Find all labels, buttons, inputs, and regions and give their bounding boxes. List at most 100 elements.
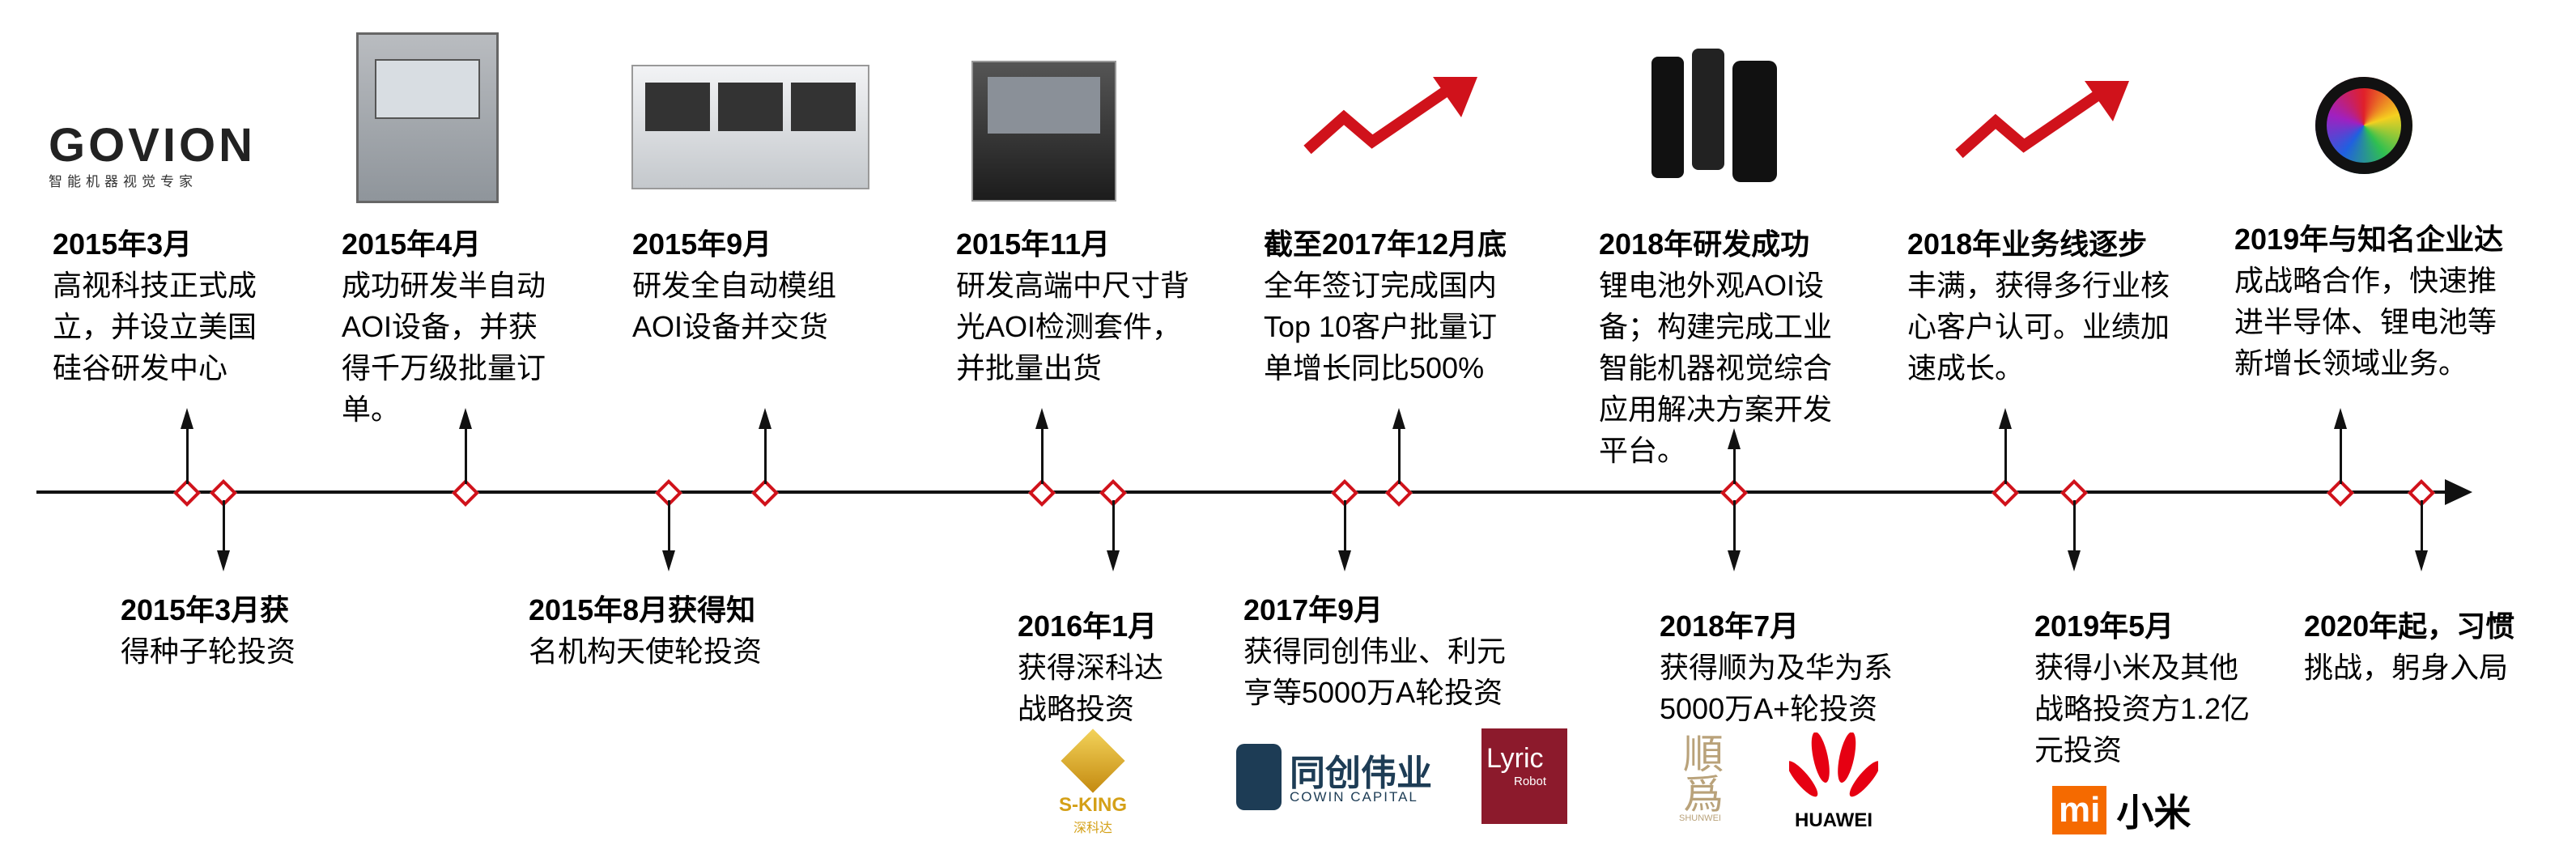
event-text: 亨等5000万A轮投资: [1243, 676, 1503, 709]
machine-image-backlight-aoi: [971, 61, 1116, 202]
huawei-name: HUAWEI: [1795, 809, 1872, 831]
down-arrow-icon: [662, 550, 675, 571]
down-arrow-icon: [1107, 550, 1120, 571]
event-text: 元投资: [2034, 733, 2123, 766]
xiaomi-logo: mi 小米: [2052, 785, 2230, 835]
event-text: 硅谷研发中心: [53, 351, 228, 384]
event-title: 2015年8月获得知: [529, 593, 756, 626]
event-text: 智能机器视觉综合: [1599, 351, 1833, 384]
event-text: 5000万A+轮投资: [1660, 692, 1878, 725]
down-arrow-stem: [1112, 500, 1115, 558]
event-text: 得种子轮投资: [121, 635, 296, 668]
rising-arrow-icon: [1303, 77, 1477, 155]
bottom-event: 2015年8月获得知名机构天使轮投资: [529, 589, 762, 672]
xiaomi-cn: 小米: [2116, 792, 2191, 834]
event-text: 研发全自动模组: [632, 269, 837, 302]
event-text: 获得小米及其他: [2034, 651, 2239, 684]
event-text: 光AOI检测套件，: [956, 310, 1182, 343]
event-text: 新增长领域业务。: [2234, 346, 2468, 380]
sking-name: S-KING: [1059, 794, 1127, 816]
up-arrow-icon: [459, 408, 472, 429]
up-arrow-stem: [1041, 413, 1044, 484]
govion-logo-text: GOVION: [49, 119, 257, 172]
bottom-event: 2017年9月获得同创伟业、利元亨等5000万A轮投资: [1243, 589, 1506, 713]
event-text: 进半导体、锂电池等: [2234, 305, 2497, 338]
event-text: Top 10客户批量订: [1264, 310, 1498, 343]
lyric-robot-logo: Lyric Robot: [1481, 728, 1567, 824]
bottom-event: 2015年3月获得种子轮投资: [121, 589, 295, 672]
huawei-petals-icon: [1787, 732, 1881, 797]
sking-cn: 深科达: [1073, 822, 1112, 835]
cowin-en: COWIN CAPITAL: [1290, 789, 1418, 805]
machine-image-semi-auto-aoi: [356, 32, 499, 203]
event-text: 战略投资方1.2亿: [2034, 692, 2251, 725]
top-event: 2015年11月研发高端中尺寸背光AOI检测套件， 并批量出货: [956, 223, 1189, 389]
down-arrow-stem: [223, 500, 225, 558]
event-text: 丰满，获得多行业核: [1907, 269, 2170, 302]
cowin-capital-logo: 同创伟业 COWIN CAPITAL: [1236, 741, 1479, 817]
event-text: 并批量出货: [956, 351, 1103, 384]
down-arrow-icon: [2415, 550, 2428, 571]
event-text: 高视科技正式成: [53, 269, 257, 302]
sking-logo: S-KING 深科达: [1044, 728, 1141, 846]
event-title: 2015年4月: [342, 227, 482, 261]
top-event: 2015年3月高视科技正式成立，并设立美国硅谷研发中心: [53, 223, 257, 389]
shunwei-en: SHUNWEI: [1679, 813, 1721, 823]
down-arrow-icon: [1338, 550, 1351, 571]
top-event: 2019年与知名企业达成战略合作，快速推进半导体、锂电池等新增长领域业务。: [2234, 219, 2503, 384]
lyric-sub: Robot: [1514, 775, 1547, 788]
down-arrow-stem: [2421, 500, 2423, 558]
govion-logo: GOVION 智能机器视觉专家: [49, 119, 267, 190]
down-arrow-stem: [668, 500, 670, 558]
shunwei-logo: 順爲 SHUNWEI: [1676, 732, 1724, 854]
event-text: 成功研发半自动: [342, 269, 546, 302]
xiaomi-mi-mark: mi: [2052, 786, 2107, 834]
event-text: 备；构建完成工业: [1599, 310, 1833, 343]
event-text: 挑战，躬身入局: [2304, 651, 2509, 684]
machine-image-auto-module-aoi: [631, 65, 869, 189]
up-arrow-icon: [1999, 408, 2012, 429]
up-arrow-stem: [186, 413, 189, 484]
event-title: 2019年5月: [2034, 609, 2174, 643]
down-arrow-icon: [1728, 550, 1741, 571]
event-title: 2015年11月: [956, 227, 1111, 261]
down-arrow-icon: [217, 550, 230, 571]
event-text: 心客户认可。业绩加: [1907, 310, 2170, 343]
timeline-axis: [36, 490, 2457, 494]
up-arrow-icon: [2334, 408, 2347, 429]
event-title: 2018年7月: [1660, 609, 1800, 643]
up-arrow-stem: [2004, 413, 2007, 484]
event-text: 战略投资: [1018, 692, 1135, 725]
event-text: 研发高端中尺寸背: [956, 269, 1190, 302]
event-text: AOI设备，并获: [342, 310, 538, 343]
wafer-icon: [2315, 77, 2412, 174]
event-text: 应用解决方案开发: [1599, 393, 1833, 426]
down-arrow-stem: [1344, 500, 1346, 558]
timeline-arrowhead-icon: [2445, 479, 2472, 505]
event-title: 2019年与知名企业达: [2234, 223, 2504, 256]
bottom-event: 2019年5月获得小米及其他战略投资方1.2亿元投资: [2034, 605, 2250, 771]
up-arrow-stem: [1398, 413, 1401, 484]
event-title: 2018年业务线逐步: [1907, 227, 2148, 261]
down-arrow-icon: [2068, 550, 2081, 571]
event-text: 单。: [342, 393, 401, 426]
event-text: 获得同创伟业、利元: [1243, 635, 1507, 668]
lyric-name: Lyric: [1486, 743, 1544, 774]
top-event: 2018年研发成功锂电池外观AOI设备；构建完成工业智能机器视觉综合应用解决方案…: [1599, 223, 1832, 471]
bottom-event: 2016年1月获得深科达战略投资: [1018, 605, 1163, 729]
event-title: 2015年3月获: [121, 593, 290, 626]
up-arrow-stem: [1733, 433, 1736, 484]
event-text: AOI设备并交货: [632, 310, 829, 343]
event-text: 单增长同比500%: [1264, 351, 1485, 384]
down-arrow-stem: [1733, 500, 1736, 558]
event-text: 锂电池外观AOI设: [1599, 269, 1825, 302]
event-title: 2018年研发成功: [1599, 227, 1810, 261]
event-text: 成战略合作，快速推: [2234, 264, 2497, 297]
event-title: 2016年1月: [1018, 609, 1158, 643]
event-title: 2017年9月: [1243, 593, 1384, 626]
event-text: 名机构天使轮投资: [529, 635, 763, 668]
up-arrow-icon: [1728, 428, 1741, 449]
